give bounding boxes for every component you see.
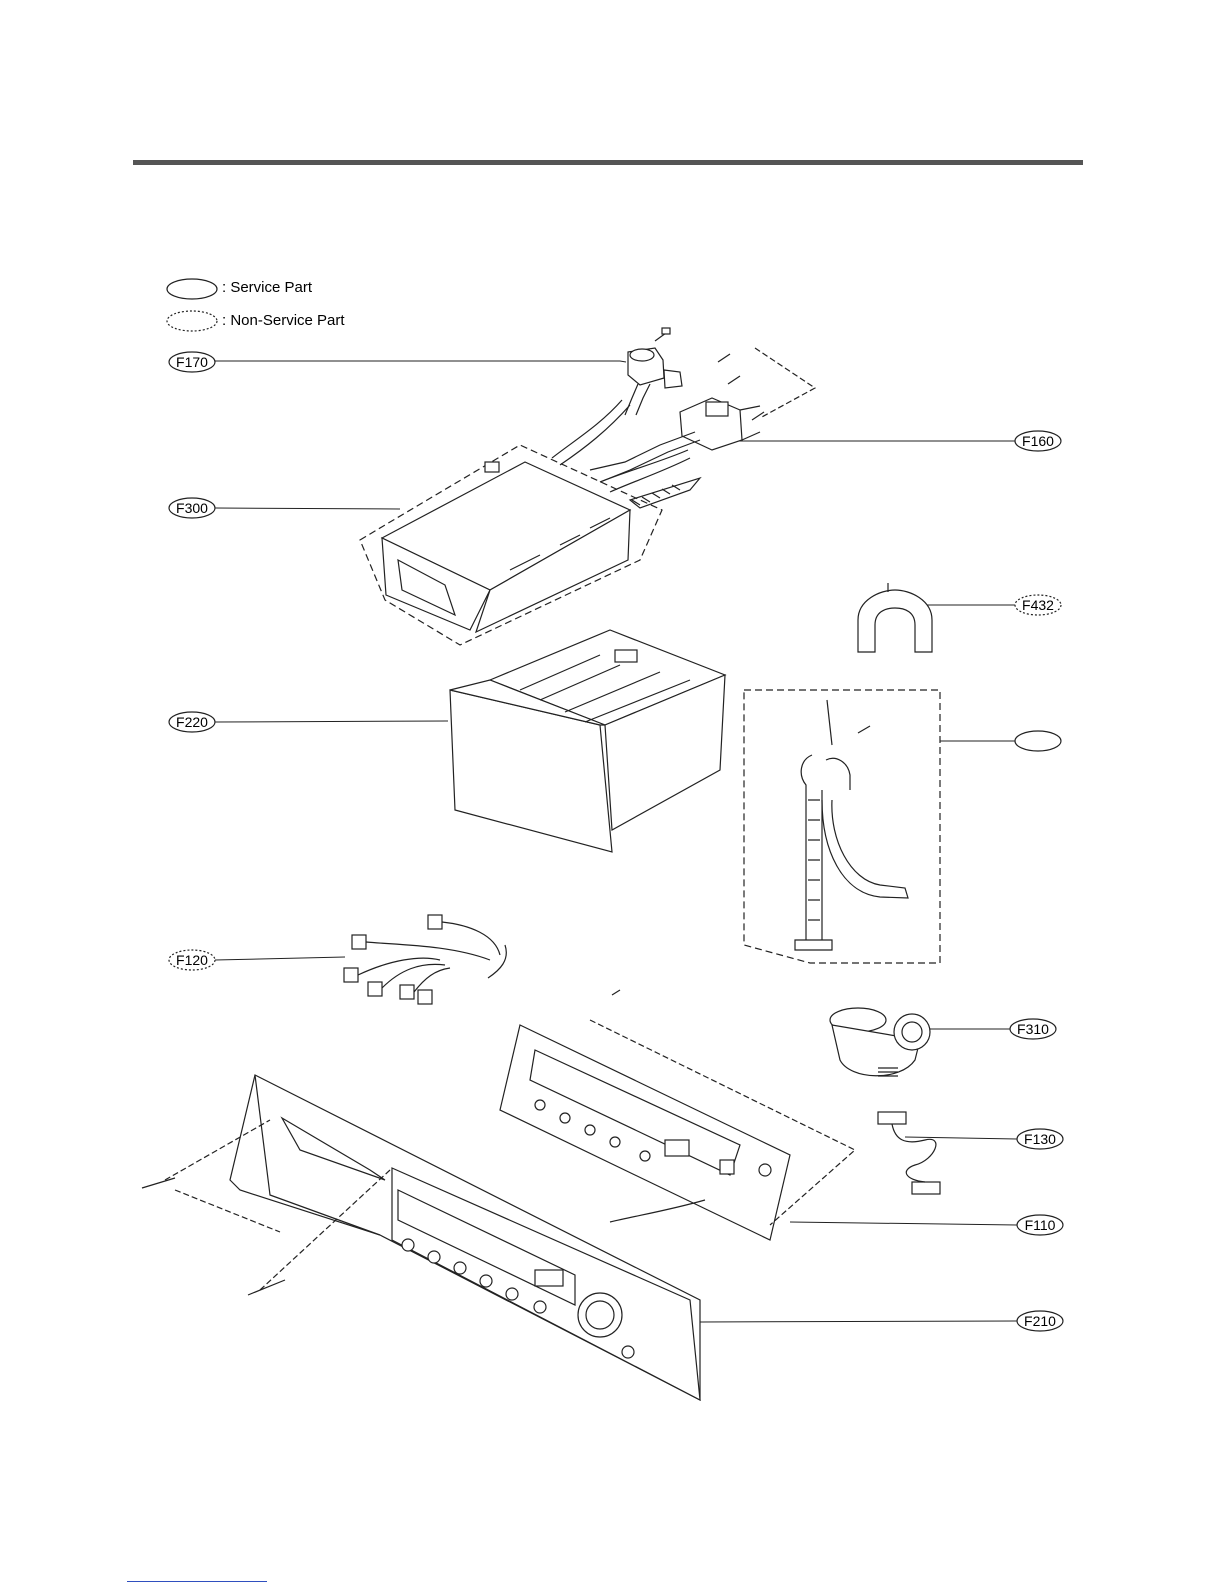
leader-f220	[215, 721, 448, 722]
drain-hose-assembly	[744, 690, 940, 963]
inlet-valve-single	[625, 328, 682, 415]
flat-ribbon-cable	[878, 1112, 940, 1194]
inlet-valve-double	[590, 348, 815, 482]
callout-label-f300: F300	[168, 500, 216, 516]
callout-label-f110: F110	[1016, 1217, 1064, 1233]
wire-harness	[344, 915, 506, 1004]
legend-non-service-oval	[167, 311, 217, 331]
callout-oval-drain-hose	[1015, 731, 1061, 751]
footer-rule	[127, 1581, 267, 1582]
leader-f210	[700, 1321, 1017, 1322]
callout-label-f310: F310	[1009, 1021, 1057, 1037]
legend-service-part-label: : Service Part	[222, 279, 312, 297]
drain-pump-filter	[830, 1008, 930, 1076]
leader-f110	[790, 1222, 1017, 1225]
header-rule	[133, 160, 1083, 165]
callout-label-f130: F130	[1016, 1131, 1064, 1147]
leader-f300	[215, 508, 400, 509]
callout-label-f170: F170	[168, 354, 216, 370]
legend-non-service-part-label: : Non-Service Part	[222, 312, 345, 330]
leader-f120	[215, 957, 345, 960]
callout-label-f120: F120	[168, 952, 216, 968]
leader-f170	[215, 361, 626, 362]
callout-label-f220: F220	[168, 714, 216, 730]
control-pcb	[500, 990, 855, 1240]
hose-guide-clip	[858, 583, 932, 652]
legend-service-oval	[167, 279, 217, 299]
callout-label-f210: F210	[1016, 1313, 1064, 1329]
callout-label-f160: F160	[1014, 433, 1062, 449]
leader-f130	[905, 1137, 1017, 1139]
callout-label-f432: F432	[1014, 597, 1062, 613]
detergent-drawer	[450, 630, 725, 852]
